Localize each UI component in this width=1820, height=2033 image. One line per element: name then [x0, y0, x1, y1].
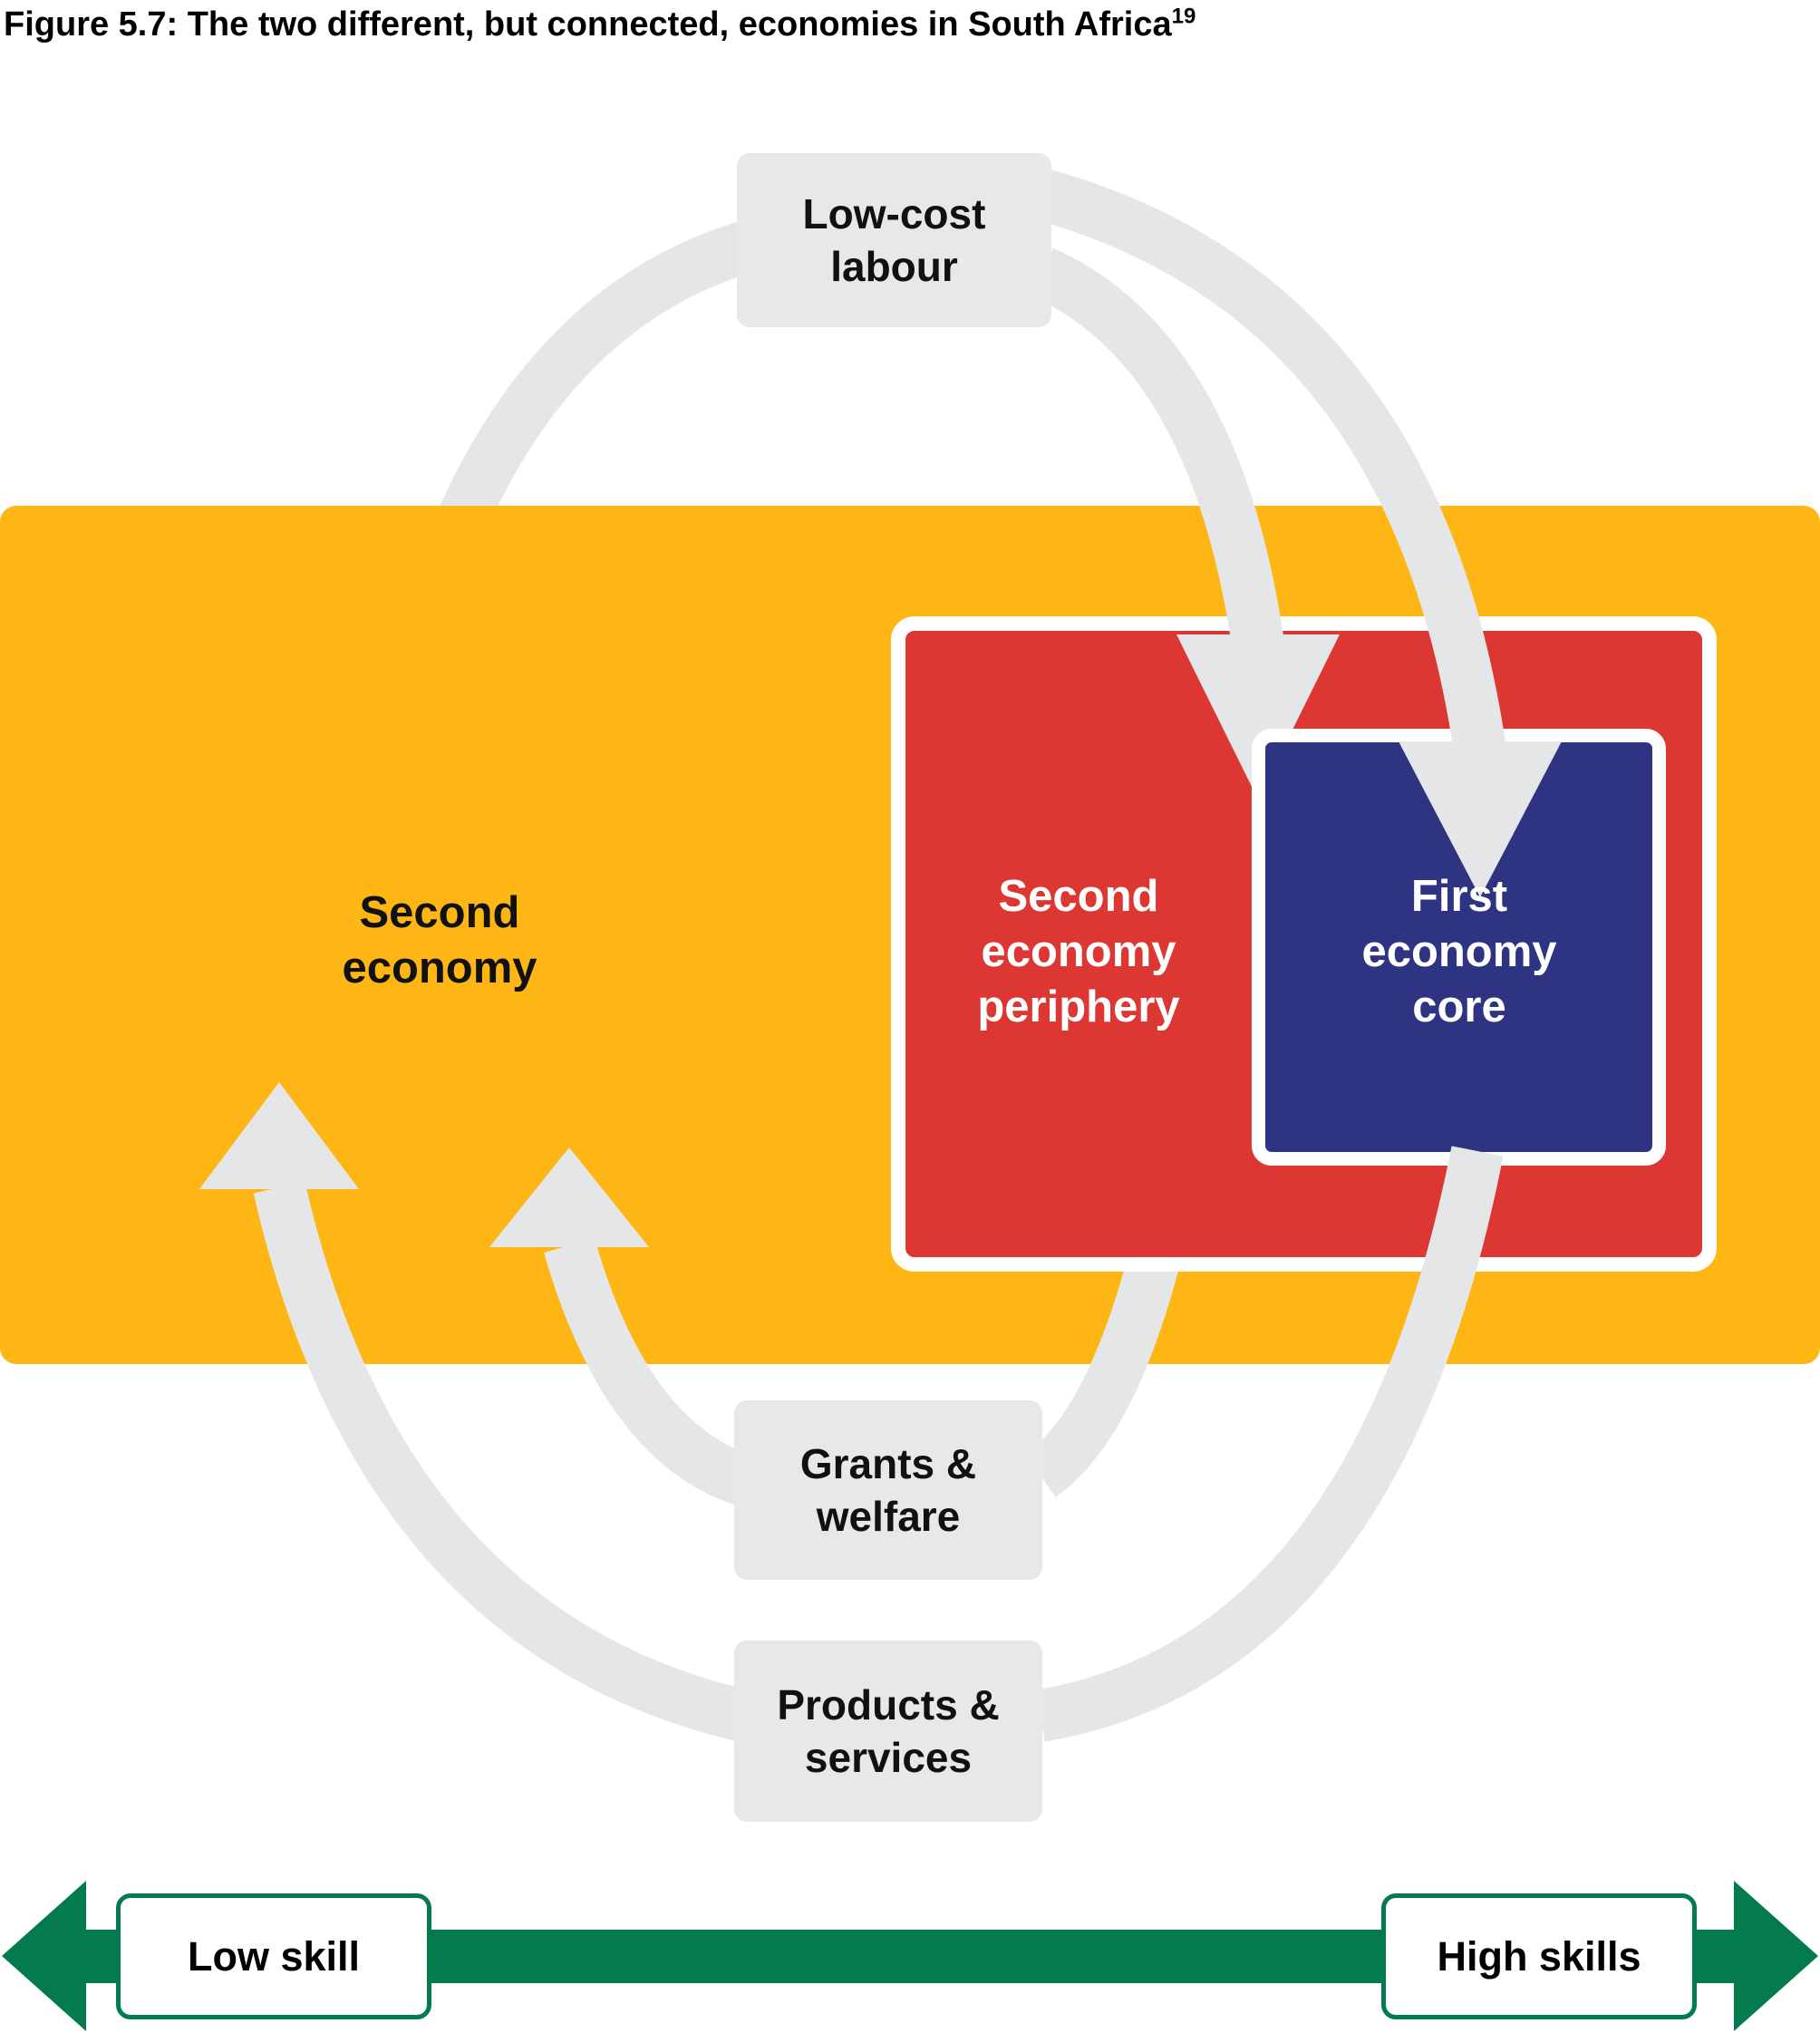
periphery-label-line2: economy — [981, 926, 1176, 976]
skills-axis-right-arrowhead — [1734, 1881, 1818, 2031]
periphery-label-line3: periphery — [977, 982, 1180, 1031]
high-skills-label: High skills — [1437, 1932, 1641, 1980]
grants-welfare-label-line2: welfare — [816, 1493, 961, 1540]
second-economy-periphery-label: Second economy periphery — [905, 861, 1252, 1042]
products-services-box: Products & services — [734, 1641, 1042, 1822]
core-label-line2: economy — [1361, 926, 1557, 976]
low-skill-label: Low skill — [187, 1932, 361, 1980]
low-cost-labour-box: Low-cost labour — [737, 153, 1051, 327]
periphery-label-line1: Second — [998, 871, 1159, 921]
second-economy-label-line2: economy — [342, 943, 537, 992]
low-skill-box: Low skill — [116, 1893, 431, 2019]
core-label-line3: core — [1412, 982, 1506, 1031]
second-economy-label-line1: Second — [359, 887, 520, 937]
second-economy-label: Second economy — [213, 852, 666, 1029]
grants-welfare-label-line1: Grants & — [799, 1440, 977, 1487]
products-services-label-line1: Products & — [777, 1681, 1000, 1728]
figure-title-text: Figure 5.7: The two different, but conne… — [4, 5, 1172, 44]
skills-axis-left-arrowhead — [2, 1881, 86, 2031]
low-cost-labour-label-line2: labour — [830, 243, 958, 290]
products-services-label-line2: services — [804, 1734, 973, 1781]
figure-title-note-ref: 19 — [1171, 4, 1196, 29]
figure-title: Figure 5.7: The two different, but conne… — [4, 5, 1196, 44]
first-economy-core-label: First economy core — [1266, 861, 1652, 1042]
low-cost-labour-label-line1: Low-cost — [802, 190, 986, 237]
core-label-line1: First — [1410, 871, 1508, 921]
grants-welfare-box: Grants & welfare — [734, 1400, 1042, 1580]
high-skills-box: High skills — [1381, 1893, 1697, 2019]
